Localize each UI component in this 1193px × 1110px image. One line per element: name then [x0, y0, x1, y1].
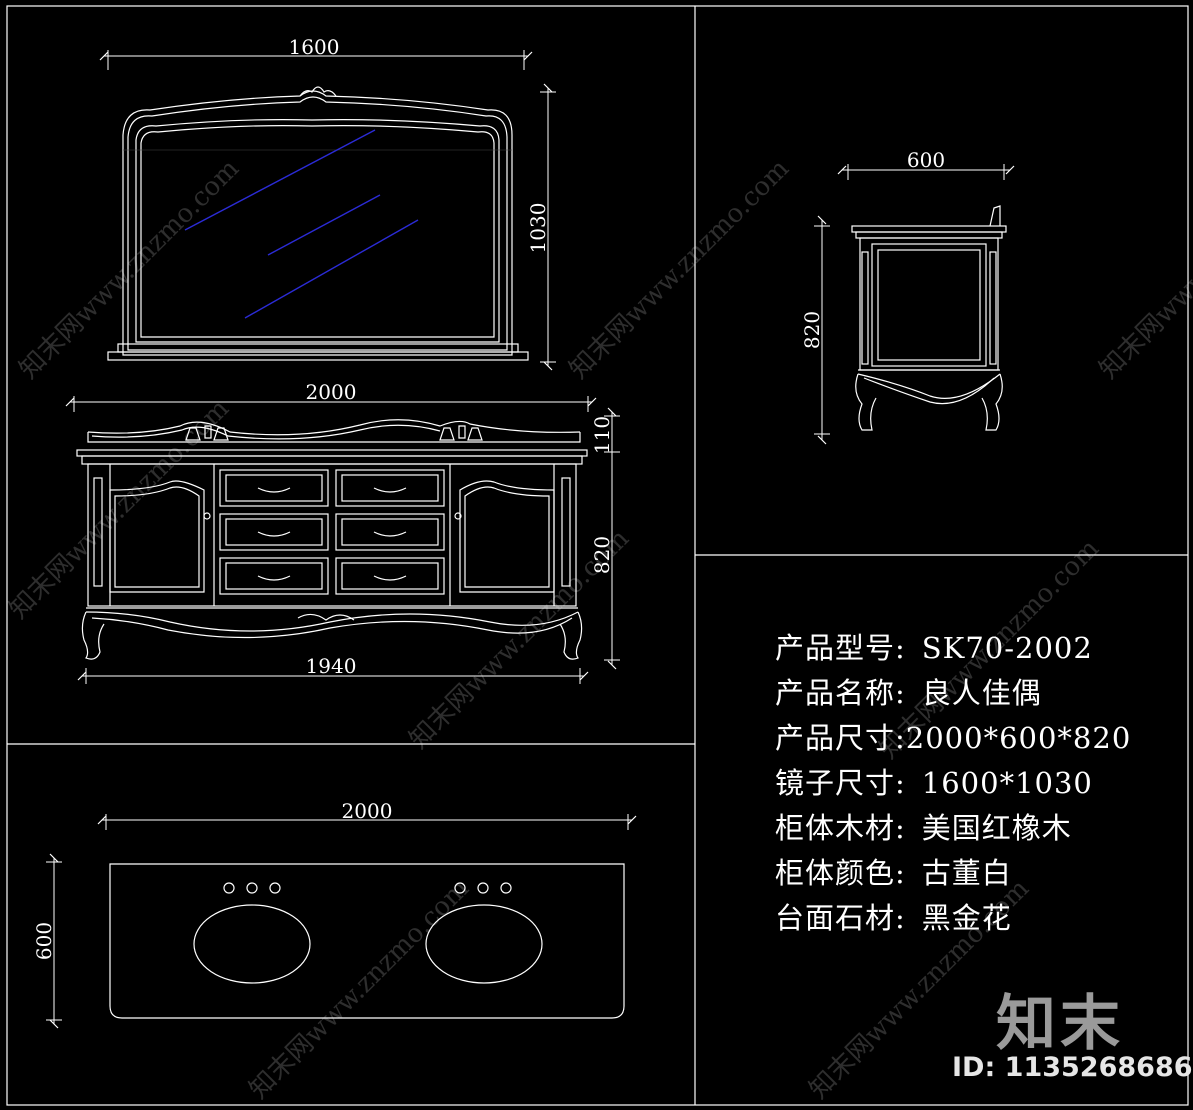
dim-side-width: 600 — [907, 148, 945, 172]
spec-row: 产品型号: SK70-2002 — [775, 626, 1131, 671]
watermark-text: 知末网www.znzmo.com — [4, 394, 235, 625]
side-elevation — [851, 205, 1007, 431]
top-plan — [109, 863, 625, 1019]
spec-row: 柜体颜色: 古董白 — [775, 851, 1131, 896]
spec-label: 产品名称: — [775, 676, 906, 710]
spec-value: 黑金花 — [921, 901, 1012, 935]
spec-label: 柜体木材: — [775, 811, 906, 845]
dim-mirror-height: 1030 — [526, 203, 550, 254]
spec-value: 1600*1030 — [921, 766, 1093, 800]
dim-top-width: 2000 — [342, 799, 393, 823]
spec-label: 产品型号: — [775, 631, 906, 665]
side-dimensions — [814, 164, 1015, 445]
spec-label: 柜体颜色: — [775, 856, 906, 890]
dim-cabinet-backsplash: 110 — [590, 416, 614, 454]
dim-top-depth: 600 — [32, 922, 56, 960]
watermark-text: 知末网www.znzmo.com — [564, 154, 795, 385]
watermark-logo: 知末 — [996, 989, 1124, 1059]
spec-value: SK70-2002 — [921, 631, 1093, 665]
spec-row: 产品名称: 良人佳偶 — [775, 671, 1131, 716]
watermark-text: 知末网www.znzmo.com — [1094, 154, 1193, 385]
top-dimensions — [46, 814, 637, 1029]
spec-value: 美国红橡木 — [921, 811, 1072, 845]
mirror-dimensions — [99, 50, 556, 371]
spec-value: 2000*600*820 — [905, 721, 1132, 755]
watermark-text: 知末网www.znzmo.com — [244, 874, 475, 1105]
spec-value: 良人佳偶 — [921, 676, 1042, 710]
spec-label: 镜子尺寸: — [775, 766, 906, 800]
spec-label: 产品尺寸: — [775, 721, 906, 755]
spec-row: 产品尺寸:2000*600*820 — [775, 716, 1131, 761]
spec-label: 台面石材: — [775, 901, 906, 935]
cabinet-dimensions — [65, 396, 620, 684]
mirror-elevation — [107, 86, 529, 361]
frame-lines — [6, 5, 1189, 1106]
mirror-glare — [184, 129, 419, 319]
dim-cabinet-width-bottom: 1940 — [306, 654, 357, 678]
spec-row: 台面石材: 黑金花 — [775, 896, 1131, 941]
dim-mirror-width: 1600 — [289, 35, 340, 59]
product-spec-list: 产品型号: SK70-2002 产品名称: 良人佳偶 产品尺寸:2000*600*8… — [775, 626, 1131, 941]
watermark-id: ID: 1135268686 — [952, 1052, 1193, 1083]
cabinet-elevation — [76, 419, 588, 660]
dim-cabinet-width-top: 2000 — [306, 380, 357, 404]
spec-value: 古董白 — [921, 856, 1012, 890]
dim-cabinet-height: 820 — [590, 536, 614, 574]
spec-row: 柜体木材: 美国红橡木 — [775, 806, 1131, 851]
dim-side-height: 820 — [800, 311, 824, 349]
spec-row: 镜子尺寸: 1600*1030 — [775, 761, 1131, 806]
